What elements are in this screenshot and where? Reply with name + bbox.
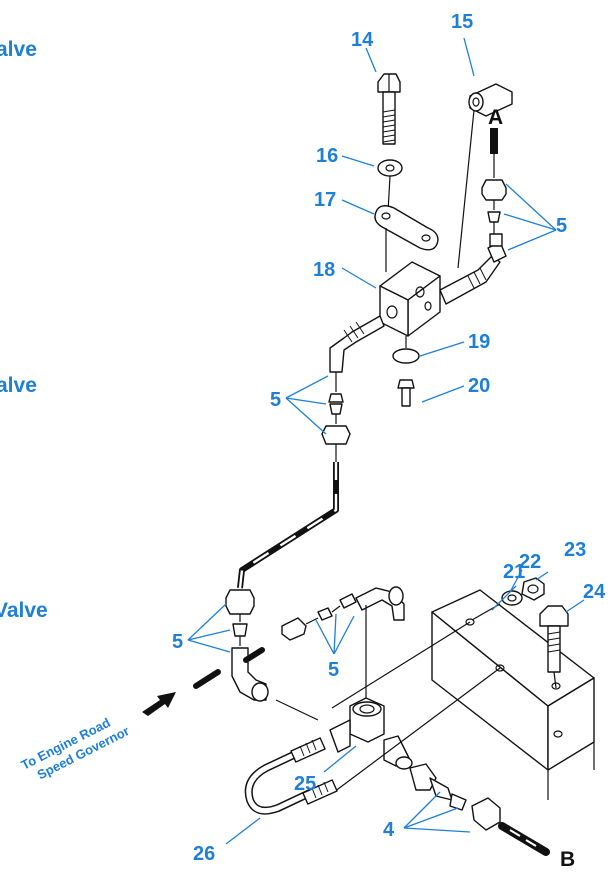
callout-5-middle-left: 5 bbox=[270, 389, 281, 411]
callout-20: 20 bbox=[468, 375, 490, 397]
part-15-fitting bbox=[457, 83, 513, 269]
part-18-block bbox=[379, 261, 441, 337]
elbow-lower-left bbox=[329, 315, 385, 373]
callout-21: 21 bbox=[503, 561, 525, 583]
bent-tube bbox=[237, 462, 339, 589]
connection-letter-a: A bbox=[488, 106, 503, 129]
part-16-washer bbox=[377, 159, 403, 213]
upper-right-fittings bbox=[481, 128, 507, 234]
callout-4: 4 bbox=[383, 819, 395, 841]
callout-16: 16 bbox=[316, 145, 338, 167]
part-14-bolt bbox=[377, 73, 401, 145]
lower-right-fittings bbox=[409, 763, 550, 856]
callout-25: 25 bbox=[294, 773, 316, 795]
callout-19: 19 bbox=[468, 331, 490, 353]
callout-24: 24 bbox=[583, 581, 606, 603]
callout-17: 17 bbox=[314, 189, 336, 211]
part-19-o-ring bbox=[392, 336, 420, 364]
part-25-tee bbox=[329, 605, 413, 770]
governor-arrow bbox=[142, 692, 176, 716]
elbow-upper-right bbox=[439, 233, 507, 305]
callout-18: 18 bbox=[313, 259, 335, 281]
callout-23: 23 bbox=[564, 539, 586, 561]
reference-line bbox=[275, 699, 319, 721]
callout-5-lower-center: 5 bbox=[328, 659, 339, 681]
part-20-plug bbox=[397, 379, 415, 407]
part-21-bracket bbox=[331, 589, 595, 800]
callout-22: 22 bbox=[519, 551, 541, 573]
callout-5-lower-left: 5 bbox=[172, 631, 183, 653]
side-label-middle: alve bbox=[0, 374, 37, 397]
part-26-u-bolt bbox=[244, 737, 338, 815]
part-17-gasket bbox=[374, 205, 439, 272]
part-22-washer bbox=[501, 590, 523, 606]
callout-14: 14 bbox=[351, 29, 374, 51]
callout-26: 26 bbox=[193, 843, 215, 865]
governor-note: To Engine Road Speed Governor bbox=[19, 715, 132, 783]
lower-left-tube-stub bbox=[193, 647, 265, 689]
middle-left-fittings bbox=[321, 372, 351, 462]
side-label-bottom: Valve bbox=[0, 599, 48, 622]
callout-15: 15 bbox=[451, 11, 473, 33]
lower-center-fittings bbox=[281, 586, 405, 641]
lower-left-fittings bbox=[225, 589, 269, 702]
connection-letter-b: B bbox=[560, 848, 575, 871]
part-24-bolt bbox=[539, 605, 569, 689]
side-label-top: alve bbox=[0, 38, 37, 61]
callout-5-upper-right: 5 bbox=[556, 215, 567, 237]
leader-lines bbox=[187, 37, 585, 845]
